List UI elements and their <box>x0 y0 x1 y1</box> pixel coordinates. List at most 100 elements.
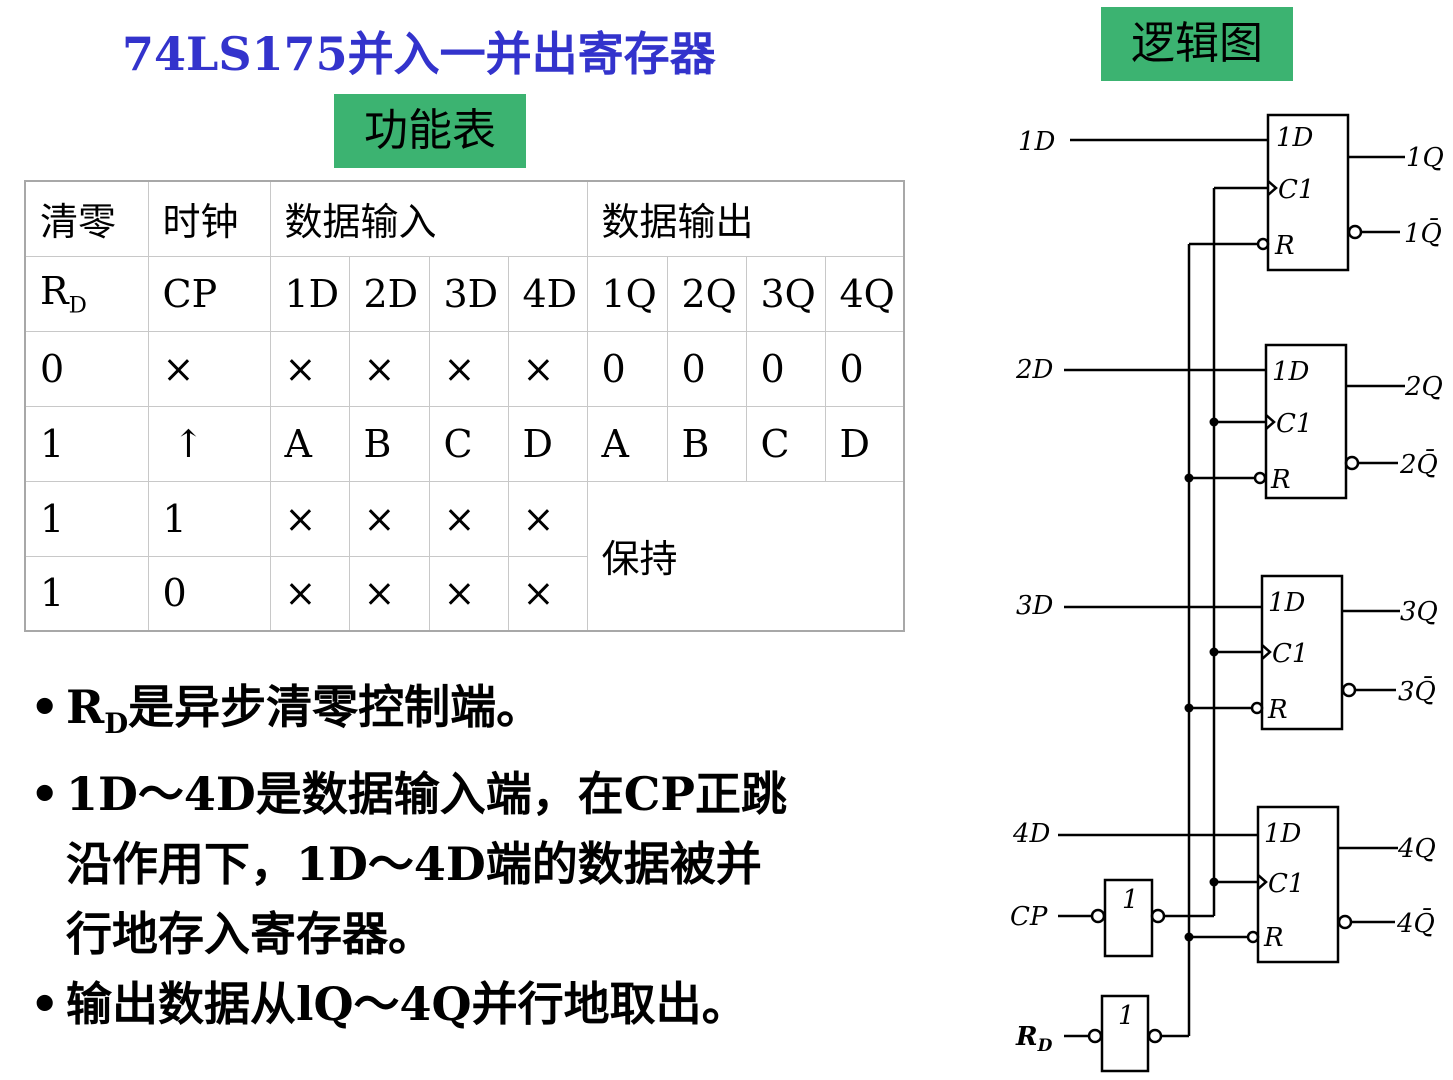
logic-diagram: 1D 2D 3D 4D 1D C1 R 1D C1 R 1D C1 R 1D C… <box>1010 113 1444 1073</box>
header-data-output: 数据输出 <box>586 180 905 257</box>
ff-label-c: C1 <box>1276 409 1312 439</box>
header-input-2d: 2D <box>348 255 430 332</box>
cell-input: × <box>428 480 509 557</box>
cell-input: × <box>269 555 350 632</box>
inverter-label: 1 <box>1118 1001 1135 1031</box>
ff-label-d: 1D <box>1268 588 1306 618</box>
ff-label-c: C1 <box>1268 869 1304 899</box>
cell-input: × <box>348 555 430 632</box>
bullet-icon: • <box>30 680 60 734</box>
header-input-3d: 3D <box>428 255 509 332</box>
note-1: •RD是异步清零控制端。 <box>30 672 787 759</box>
table-row: 1 ↑ A B C D A B C D <box>24 405 905 482</box>
header-output-1q: 1Q <box>586 255 668 332</box>
header-clear: 清零 <box>24 180 149 257</box>
cell-output: 0 <box>666 330 747 407</box>
note-1-rd-main: R <box>66 680 105 734</box>
function-table-tag: 功能表 <box>334 94 526 168</box>
note-3: •输出数据从lQ～4Q并行地取出。 <box>30 969 787 1039</box>
ff-label-d: 1D <box>1276 123 1314 153</box>
function-table: 清零 时钟 数据输入 数据输出 RD CP 1D 2D 3D 4D 1Q 2Q … <box>24 180 905 632</box>
notes: •RD是异步清零控制端。 •1D～4D是数据输入端，在CP正跳 沿作用下，1D～… <box>30 672 787 1039</box>
cell-input: × <box>269 480 350 557</box>
diagram-qbar-label: 2Q̄ <box>1399 448 1438 480</box>
diagram-input-label: 1D <box>1018 127 1056 157</box>
cell-input: B <box>348 405 430 482</box>
header-output-3q: 3Q <box>745 255 826 332</box>
diagram-q-label: 1Q <box>1406 143 1444 173</box>
cell-rd: 1 <box>24 405 149 482</box>
header-output-2q: 2Q <box>666 255 747 332</box>
header-rd-main: R <box>40 268 69 313</box>
cell-output: D <box>824 405 905 482</box>
table-group-header-row: 清零 时钟 数据输入 数据输出 <box>24 180 905 257</box>
diagram-qbar-label: 4Q̄ <box>1396 907 1435 939</box>
cell-input: × <box>348 330 430 407</box>
header-cp: CP <box>147 255 271 332</box>
diagram-rd-sub: D <box>1037 1036 1053 1056</box>
header-output-4q: 4Q <box>824 255 905 332</box>
diagram-rd-label: RD <box>1015 1022 1053 1056</box>
note-2-cont-2: 行地存入寄存器。 <box>66 907 434 962</box>
flip-flop-4 <box>1256 805 1340 964</box>
cell-output: C <box>745 405 826 482</box>
diagram-qbar-label: 3Q̄ <box>1398 675 1436 707</box>
header-rd: RD <box>24 255 149 332</box>
header-rd-sub: D <box>68 292 87 319</box>
cell-cp: 0 <box>147 555 271 632</box>
ff-label-r: R <box>1267 695 1288 725</box>
cell-cp: ↑ <box>147 405 271 482</box>
cell-rd: 1 <box>24 480 149 557</box>
cell-output: 0 <box>745 330 826 407</box>
cell-output: A <box>586 405 668 482</box>
cell-input: A <box>269 405 350 482</box>
ff-label-c: C1 <box>1278 175 1314 205</box>
note-3-text: 输出数据从lQ～4Q并行地取出。 <box>66 977 748 1032</box>
ff-label-c: C1 <box>1272 639 1308 669</box>
bullet-icon: • <box>30 767 60 822</box>
cell-input: × <box>507 480 588 557</box>
note-2-line-1: 1D～4D是数据输入端，在CP正跳 <box>66 767 787 822</box>
table-signal-header-row: RD CP 1D 2D 3D 4D 1Q 2Q 3Q 4Q <box>24 255 905 332</box>
ff-label-r: R <box>1270 465 1291 495</box>
header-clock: 时钟 <box>147 180 271 257</box>
diagram-q-label: 2Q <box>1404 372 1443 402</box>
logic-diagram-tag: 逻辑图 <box>1101 7 1293 81</box>
cell-output: 0 <box>824 330 905 407</box>
ff-label-r: R <box>1263 923 1284 953</box>
cell-cp: × <box>147 330 271 407</box>
ff-label-d: 1D <box>1272 357 1310 387</box>
cell-cp: 1 <box>147 480 271 557</box>
cell-hold: 保持 <box>586 480 905 632</box>
diagram-input-label: 4D <box>1012 819 1051 849</box>
diagram-input-label: 3D <box>1016 591 1054 621</box>
ff-label-d: 1D <box>1264 819 1302 849</box>
cell-rd: 0 <box>24 330 149 407</box>
bullet-icon: • <box>30 977 60 1032</box>
ff-label-r: R <box>1274 231 1295 261</box>
cell-input: D <box>507 405 588 482</box>
diagram-q-label: 3Q <box>1400 597 1438 627</box>
note-2-cont-1: 沿作用下，1D～4D端的数据被并 <box>66 837 762 892</box>
flip-flop-1 <box>1266 113 1350 272</box>
diagram-qbar-label: 1Q̄ <box>1404 217 1442 249</box>
cell-input: × <box>428 555 509 632</box>
cell-input: × <box>428 330 509 407</box>
table-row: 1 1 × × × × 保持 <box>24 480 905 632</box>
cell-input: × <box>348 480 430 557</box>
cell-input: C <box>428 405 509 482</box>
cell-output: B <box>666 405 747 482</box>
note-1-rd-sub: D <box>104 707 129 741</box>
cell-input: × <box>507 330 588 407</box>
table-row: 0 × × × × × 0 0 0 0 <box>24 330 905 407</box>
cell-input: × <box>507 555 588 632</box>
header-data-input: 数据输入 <box>269 180 588 257</box>
diagram-cp-label: CP <box>1010 902 1048 932</box>
header-input-4d: 4D <box>507 255 588 332</box>
header-input-1d: 1D <box>269 255 350 332</box>
diagram-q-label: 4Q <box>1397 834 1436 864</box>
note-2: •1D～4D是数据输入端，在CP正跳 <box>30 759 787 829</box>
note-1-text: 是异步清零控制端。 <box>128 680 543 734</box>
cell-output: 0 <box>586 330 668 407</box>
rd-inverter <box>1100 994 1150 1073</box>
